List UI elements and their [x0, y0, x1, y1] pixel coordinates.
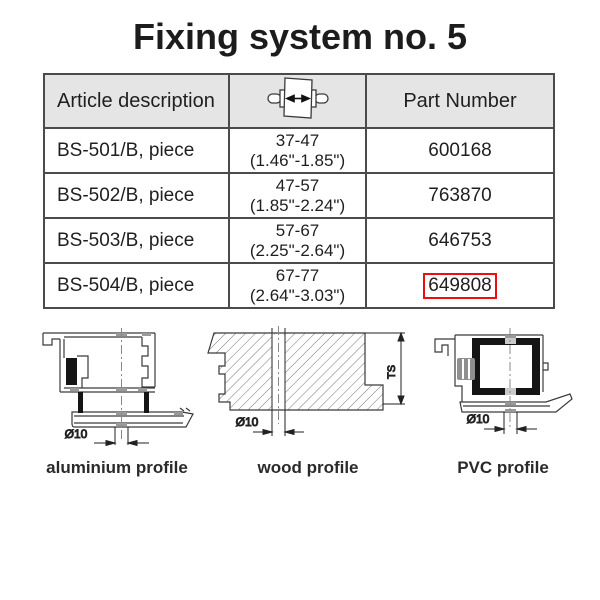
article-description-cell: BS-504/B, piece: [43, 262, 230, 309]
aluminium-dim-label: Ø10: [65, 427, 88, 441]
header-article-description: Article description: [43, 73, 230, 129]
size-range-cell: 47-57 (1.85"-2.24"): [228, 172, 367, 219]
pvc-dim-label: Ø10: [467, 412, 490, 426]
pvc-hole-dimension: Ø10: [466, 412, 537, 434]
size-range-inches: (2.25"-2.64"): [249, 240, 346, 260]
aluminium-outline: [42, 332, 194, 428]
size-range-inches: (2.64"-3.03"): [249, 285, 346, 305]
part-number-cell: 646753: [365, 217, 555, 264]
article-description-cell: BS-501/B, piece: [43, 127, 230, 174]
wood-hole-dimension: Ø10: [235, 410, 304, 436]
size-range-mm: 57-67: [275, 220, 320, 240]
fixing-width-range-icon: [266, 77, 329, 119]
table-row: BS-501/B, piece 37-47 (1.46"-1.85") 6001…: [43, 127, 555, 174]
size-range-mm: 37-47: [275, 130, 320, 150]
header-size-range: [228, 73, 367, 129]
header-row: Article description: [43, 73, 555, 129]
part-number: 600168: [428, 139, 492, 161]
header-part-number: Part Number: [365, 73, 555, 129]
pvc-profile-drawing: Ø10: [434, 328, 573, 434]
size-range-mm: 67-77: [275, 265, 320, 285]
article-description-cell: BS-503/B, piece: [43, 217, 230, 264]
pvc-gasket: [457, 358, 475, 380]
pvc-profile-caption: PVC profile: [457, 458, 549, 477]
parts-table: Article description: [43, 73, 555, 309]
part-number-cell: 763870: [365, 172, 555, 219]
part-number: 763870: [428, 184, 492, 206]
wood-profile-caption: wood profile: [257, 458, 359, 477]
table-row: BS-504/B, piece 67-77 (2.64"-3.03") 6498…: [43, 262, 555, 309]
wood-height-label: TS: [386, 365, 398, 379]
size-range-inches: (1.85"-2.24"): [249, 195, 346, 215]
page-title: Fixing system no. 5: [132, 16, 468, 57]
wood-channel-edges: [271, 328, 286, 410]
wood-dim-label: Ø10: [236, 415, 259, 429]
aluminium-profile-caption: aluminium profile: [46, 458, 188, 477]
wood-outline: [207, 332, 384, 411]
size-range-cell: 57-67 (2.25"-2.64"): [228, 217, 367, 264]
table-row: BS-503/B, piece 57-67 (2.25"-2.64") 6467…: [43, 217, 555, 264]
table-row: BS-502/B, piece 47-57 (1.85"-2.24") 7638…: [43, 172, 555, 219]
wood-drill-channel: [272, 334, 285, 409]
size-range-cell: 67-77 (2.64"-3.03"): [228, 262, 367, 309]
part-number: 649808: [423, 272, 497, 299]
pvc-steel-inner: [480, 345, 532, 388]
wood-height-dimension: TS: [365, 331, 405, 406]
article-description-cell: BS-502/B, piece: [43, 172, 230, 219]
aluminium-hole-dimension: Ø10: [64, 427, 149, 447]
aluminium-profile-drawing: Ø10: [42, 328, 194, 447]
size-range-cell: 37-47 (1.46"-1.85"): [228, 127, 367, 174]
part-number-cell: 600168: [365, 127, 555, 174]
wood-profile-drawing: TS Ø10: [207, 326, 405, 436]
size-range-mm: 47-57: [275, 175, 320, 195]
aluminium-gasket-and-screws: [66, 358, 149, 413]
part-number: 646753: [428, 229, 492, 251]
size-range-inches: (1.46"-1.85"): [249, 150, 346, 170]
part-number-cell: 649808: [365, 262, 555, 309]
